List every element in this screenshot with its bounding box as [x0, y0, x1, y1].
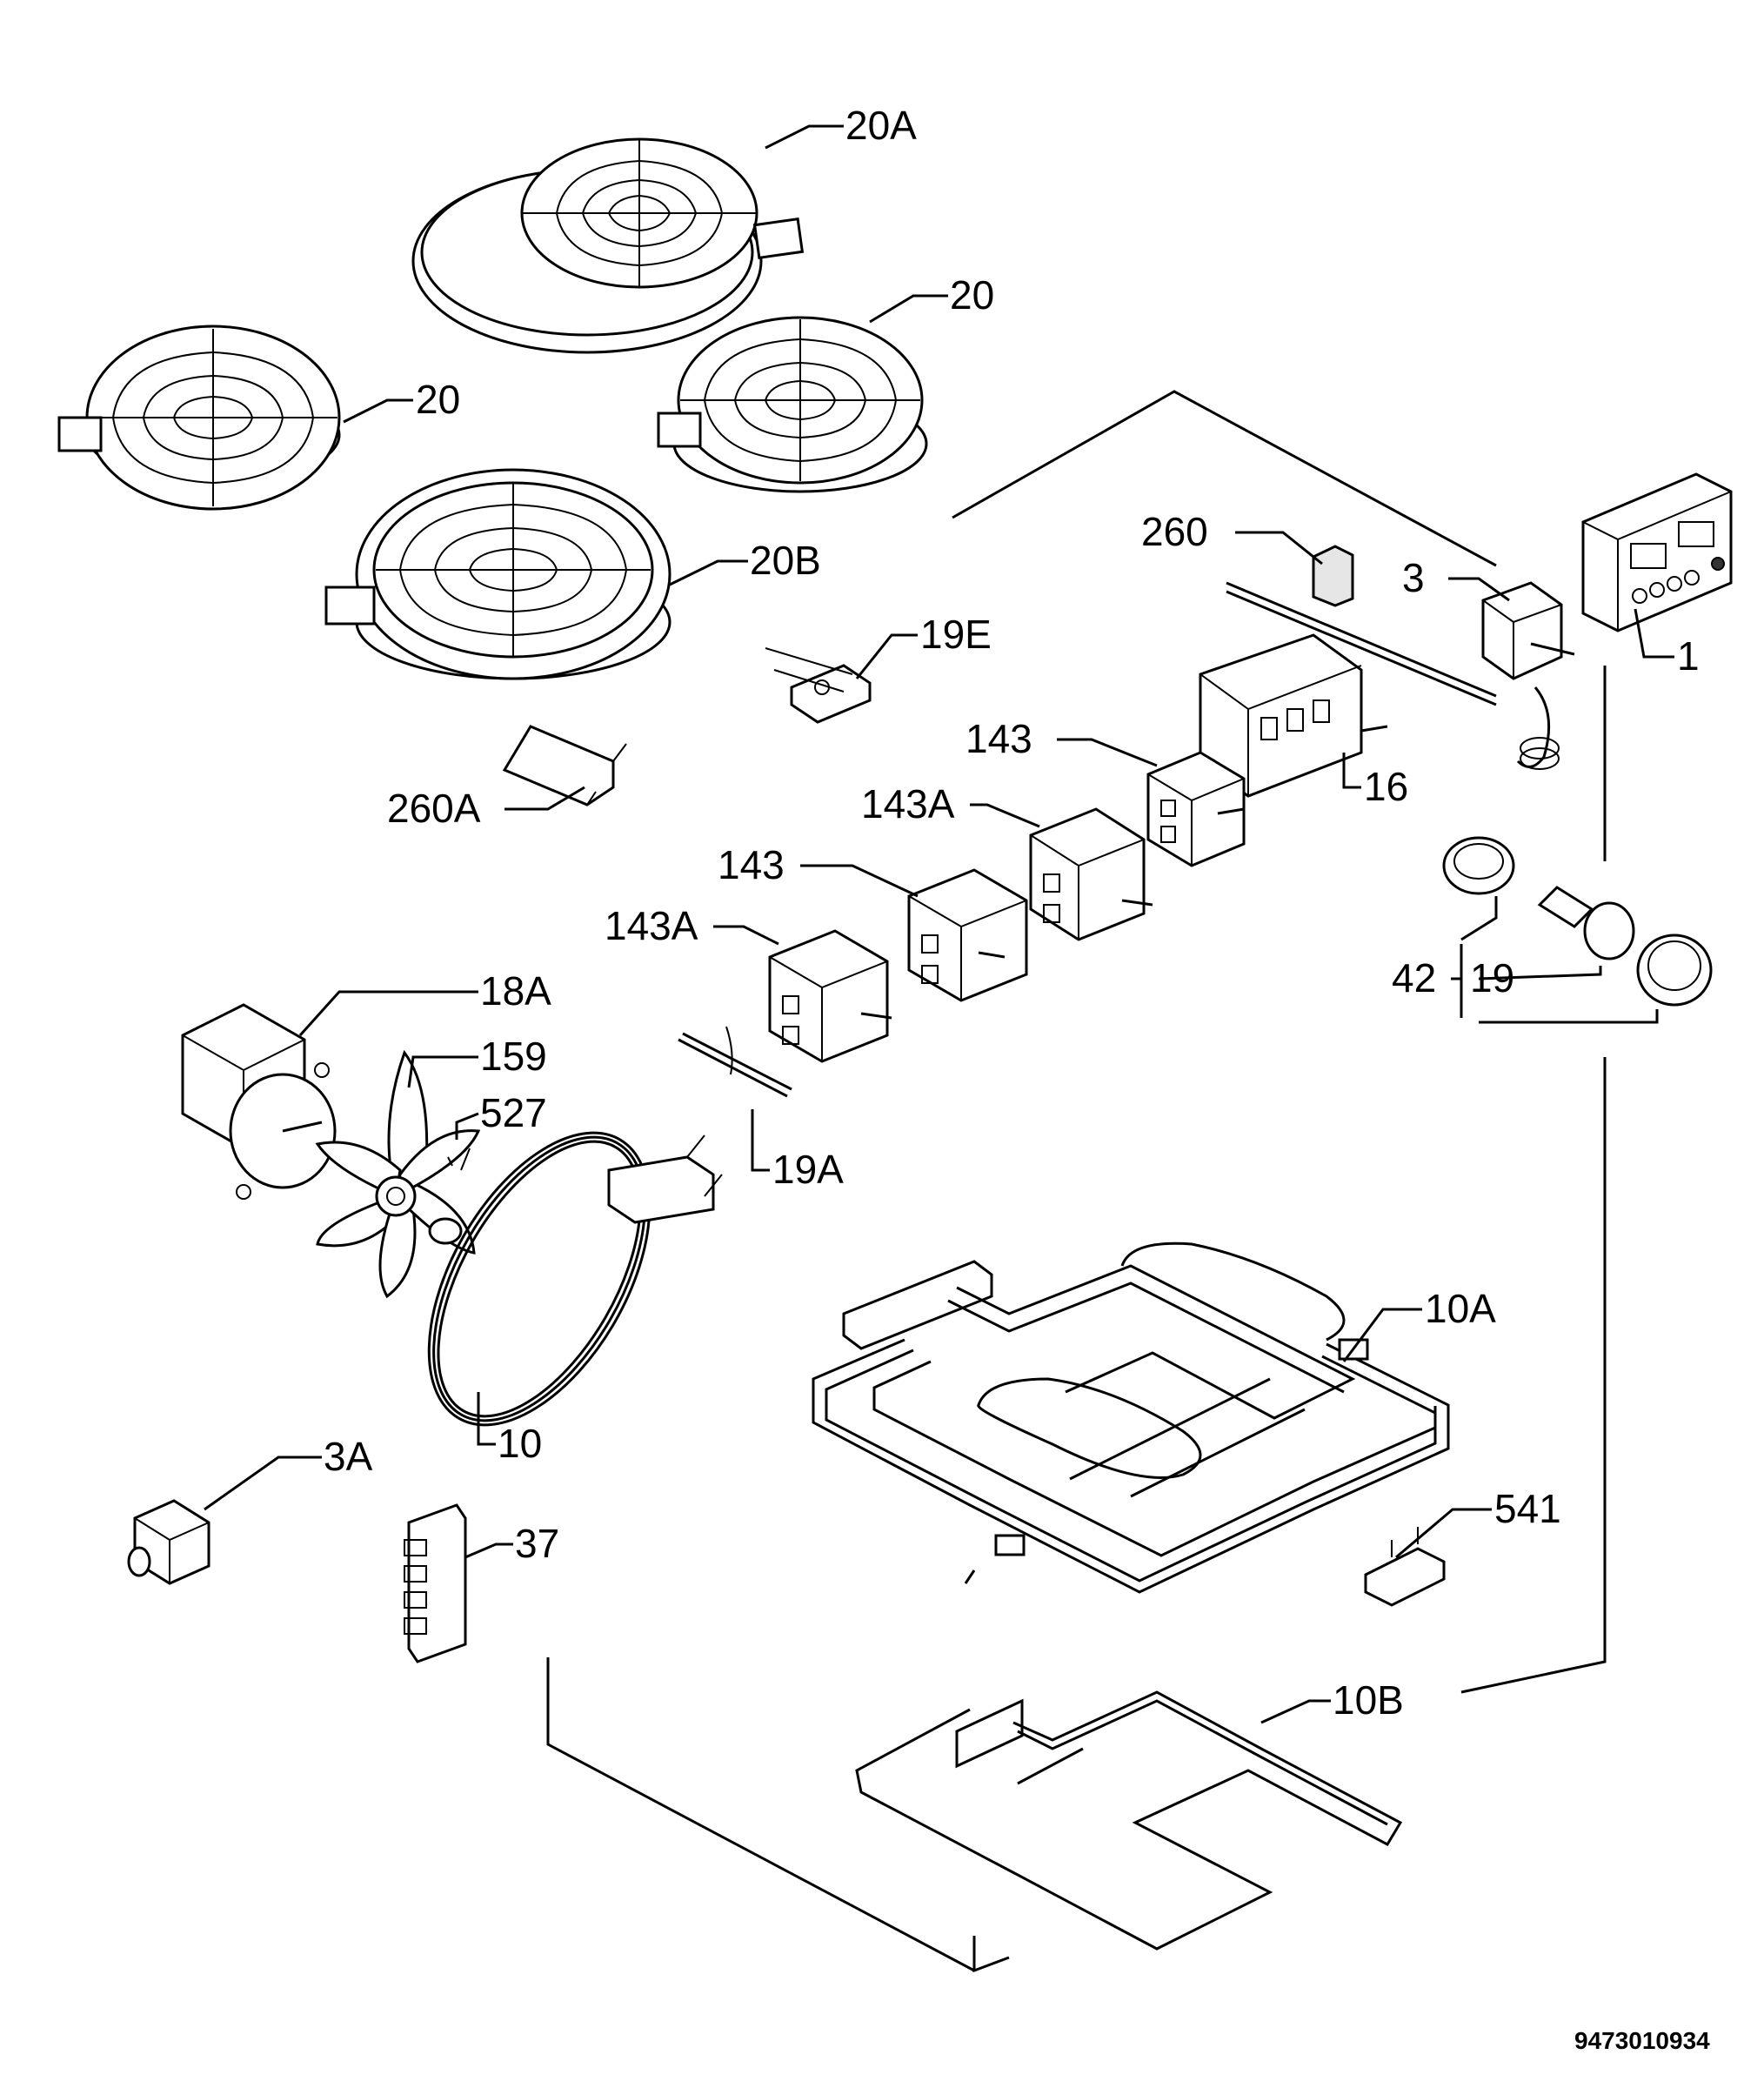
label-19: 19 — [1470, 955, 1514, 1000]
part-labels: 20A 20 20 20B 260 3 1 19E 143 16 143A 26… — [324, 103, 1700, 1723]
cooking-zone-20-right — [657, 316, 928, 493]
part-16-selector-switch — [1199, 633, 1388, 798]
part-42-lamp-assembly — [1442, 836, 1713, 1024]
part-3a-switch — [127, 1499, 210, 1585]
part-541-clip — [1364, 1527, 1446, 1607]
label-159: 159 — [480, 1034, 547, 1079]
part-19e-terminal — [765, 647, 872, 724]
label-20a: 20A — [845, 103, 917, 148]
part-143-regulator-mid — [907, 868, 1028, 1002]
label-19a: 19A — [772, 1147, 844, 1192]
label-143a-mid: 143A — [605, 903, 698, 948]
cooking-zone-20a — [411, 137, 805, 354]
part-10-circular-element — [427, 1131, 723, 1427]
label-16: 16 — [1364, 764, 1408, 809]
label-143-mid: 143 — [718, 842, 785, 887]
label-143a-top: 143A — [861, 781, 955, 826]
label-260a: 260A — [387, 786, 481, 831]
part-143a-regulator-mid — [768, 929, 892, 1063]
leader-lines — [204, 124, 1674, 1724]
label-20-right: 20 — [950, 272, 994, 318]
part-159-fan-blade — [315, 1049, 481, 1299]
label-10b: 10B — [1333, 1677, 1404, 1723]
label-20-left: 20 — [416, 377, 460, 422]
part-260a-bracket — [502, 725, 627, 806]
part-260-clip — [1312, 545, 1354, 607]
label-3: 3 — [1402, 555, 1425, 600]
label-37: 37 — [515, 1521, 559, 1566]
label-20b: 20B — [750, 538, 821, 583]
part-10b-bottom-element — [855, 1690, 1403, 1951]
part-143a-regulator-top — [1029, 807, 1153, 941]
part-10a-grill-element — [812, 1241, 1450, 1594]
label-10a: 10A — [1425, 1286, 1496, 1331]
label-18a: 18A — [480, 968, 551, 1014]
label-143-top: 143 — [966, 716, 1032, 761]
label-1: 1 — [1677, 633, 1700, 679]
label-10: 10 — [498, 1421, 542, 1466]
cooking-zone-20-left — [57, 325, 341, 511]
part-3-thermostat — [1226, 581, 1575, 770]
part-18a-fan-motor — [181, 1003, 337, 1200]
part-19a-sensor — [678, 1026, 792, 1098]
part-527-nut — [428, 1148, 471, 1245]
label-541: 541 — [1494, 1486, 1561, 1531]
control-group-outline — [952, 390, 1497, 567]
part-37-terminal-block — [404, 1503, 467, 1663]
label-260: 260 — [1141, 509, 1208, 554]
oven-group-outline — [546, 1657, 1010, 1973]
label-42: 42 — [1392, 955, 1436, 1000]
label-19e: 19E — [920, 612, 992, 657]
label-527: 527 — [480, 1090, 547, 1135]
cooking-zone-20b — [324, 468, 672, 680]
label-3a: 3A — [324, 1434, 373, 1479]
part-143-regulator-top — [1146, 751, 1246, 867]
document-number: 9473010934 — [1574, 2027, 1710, 2054]
part-1-timer — [1581, 472, 1733, 632]
